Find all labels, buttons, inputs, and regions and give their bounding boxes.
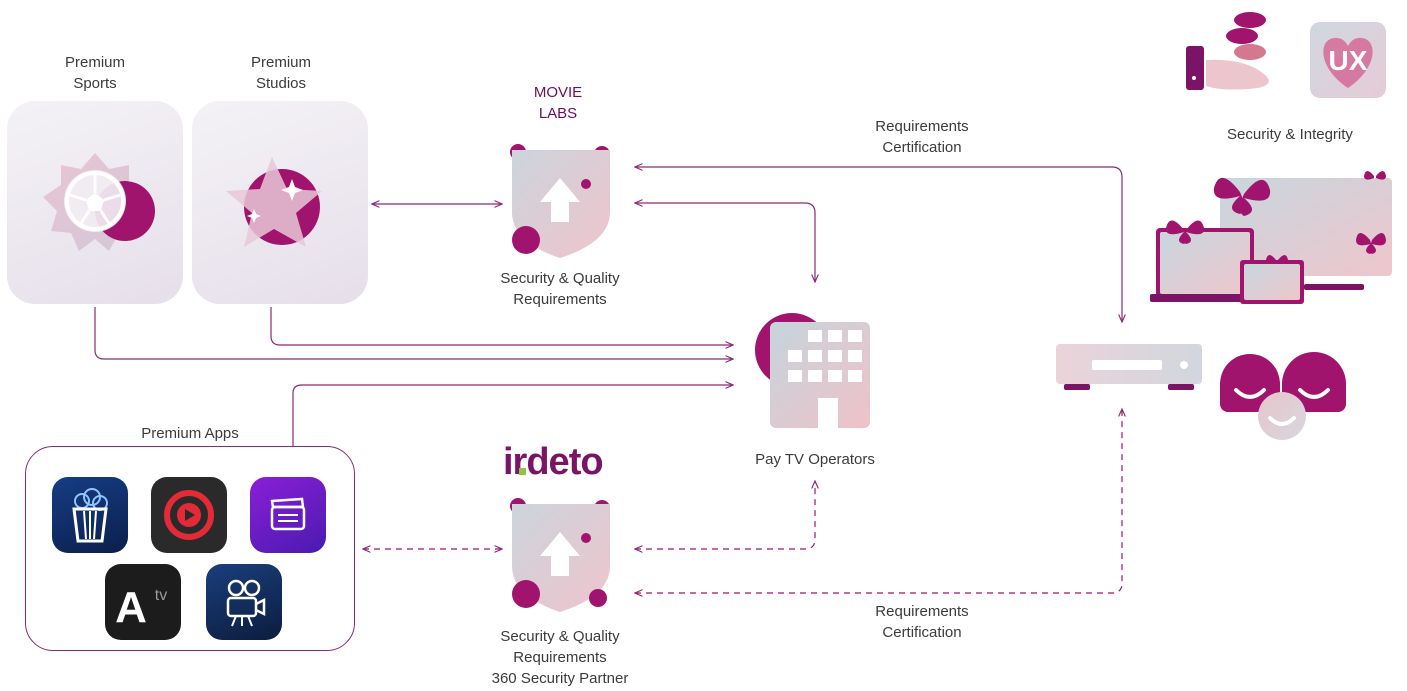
premium-apps-label: Premium Apps (141, 425, 239, 442)
premium-studios-card (192, 101, 368, 304)
irdeto-operators-dashed-line (635, 481, 815, 549)
pay-tv-operators-label: Pay TV Operators (755, 451, 875, 468)
clapperboard-app-icon[interactable] (250, 477, 326, 553)
movielabs-device-line (635, 167, 1122, 322)
svg-text:UX: UX (1329, 45, 1368, 76)
movielabs-shield-icon (510, 144, 610, 258)
atv-app-icon[interactable]: A tv (105, 564, 181, 640)
security-integrity-label: Security & Integrity (1227, 126, 1353, 143)
sports-operators-line (94, 307, 733, 359)
apps-operators-line (292, 385, 733, 446)
premium-apps-box (25, 446, 355, 651)
building-icon (755, 313, 870, 428)
set-top-box-icon (1056, 344, 1202, 390)
irdeto-shield-icon (510, 498, 610, 612)
movielabs-operators-line (635, 203, 815, 282)
film-camera-app-icon[interactable] (206, 564, 282, 640)
ux-heart-icon: UX (1310, 22, 1386, 98)
svg-text:tv: tv (155, 587, 167, 604)
premium-sports-card (7, 101, 183, 304)
irdeto-logo: irdeto (503, 442, 604, 480)
devices-butterflies-icon (1150, 171, 1392, 304)
svg-text:A: A (115, 583, 147, 632)
popcorn-app-icon[interactable] (52, 477, 128, 553)
play-app-icon[interactable] (151, 477, 227, 553)
hand-coins-icon (1186, 12, 1269, 90)
irdeto-device-dashed-line (635, 409, 1122, 593)
happy-faces-icon (1220, 352, 1346, 440)
studios-operators-line (270, 307, 733, 345)
star-icon (226, 157, 322, 247)
svg-text:irdeto: irdeto (503, 442, 603, 480)
soccer-ball-icon (43, 153, 155, 251)
